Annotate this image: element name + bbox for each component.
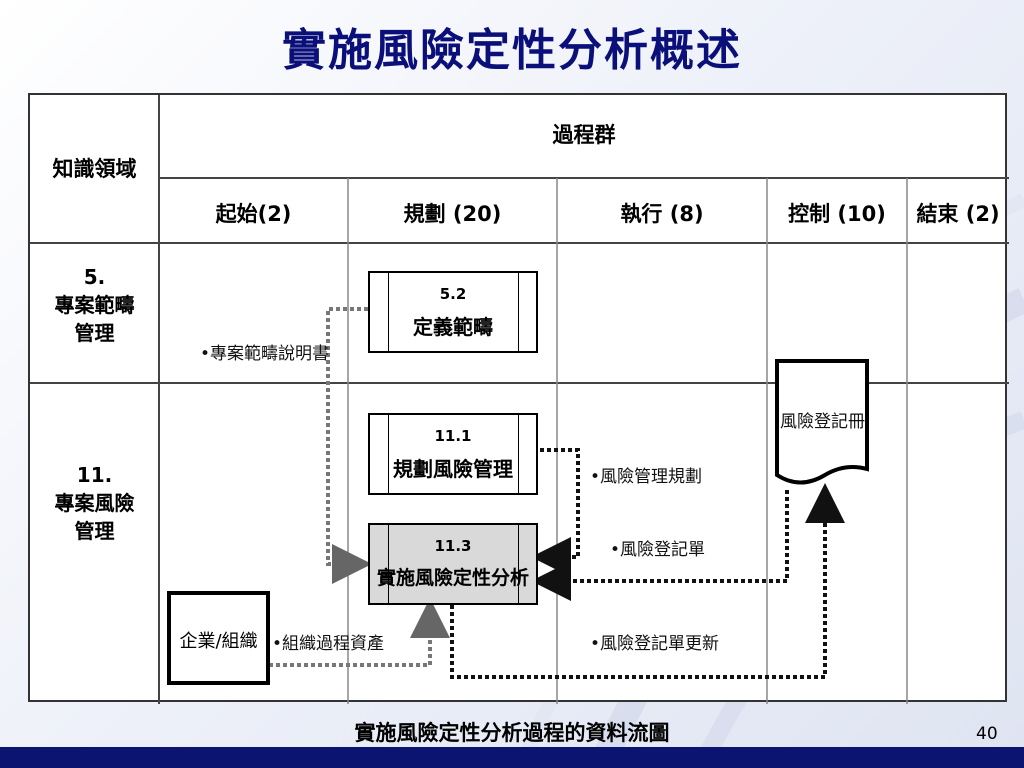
page-number: 40 bbox=[976, 724, 998, 744]
flow-label-scope-statement: •專案範疇說明書 bbox=[200, 344, 330, 364]
dataflow-table: 知識領域 過程群 起始(2) 規劃 (20) 執行 (8) 控制 (10) 結束… bbox=[28, 93, 1009, 704]
process-name: 規劃風險管理 bbox=[393, 457, 513, 481]
risk-register-label: 風險登記冊 bbox=[780, 412, 865, 432]
row-line1: 專案範疇 bbox=[54, 293, 135, 317]
slide-title: 實施風險定性分析概述 bbox=[282, 25, 742, 76]
process-box-qualitative-analysis[interactable]: 11.3 實施風險定性分析 bbox=[368, 523, 538, 605]
footer-bar bbox=[0, 747, 1024, 768]
diagram-caption: 實施風險定性分析過程的資料流圖 bbox=[354, 720, 670, 745]
flow-label-org-assets: •組織過程資產 bbox=[272, 634, 385, 654]
process-name: 實施風險定性分析 bbox=[376, 567, 529, 589]
row-line1: 專案風險 bbox=[54, 491, 135, 515]
enterprise-label: 企業/組織 bbox=[179, 631, 258, 652]
enterprise-entity-box[interactable]: 企業/組織 bbox=[167, 591, 270, 685]
column-header-controlling: 控制 (10) bbox=[788, 202, 886, 226]
process-code: 5.2 bbox=[439, 285, 467, 303]
row-number: 11. bbox=[76, 463, 113, 487]
row-line2: 管理 bbox=[74, 519, 115, 543]
knowledge-area-header: 知識領域 bbox=[52, 157, 137, 181]
row-header-risk: 11. 專案風險 管理 bbox=[30, 461, 159, 545]
process-box-plan-risk[interactable]: 11.1 規劃風險管理 bbox=[368, 413, 538, 495]
flow-label-risk-register-form: •風險登記單 bbox=[610, 540, 706, 560]
process-code: 11.1 bbox=[434, 427, 472, 445]
flow-label-risk-register-update: •風險登記單更新 bbox=[590, 634, 720, 654]
column-header-initiating: 起始(2) bbox=[215, 202, 292, 226]
process-code: 11.3 bbox=[434, 537, 472, 555]
row-header-scope: 5. 專案範疇 管理 bbox=[30, 263, 159, 347]
column-header-planning: 規劃 (20) bbox=[403, 202, 502, 226]
flow-label-risk-mgmt-plan: •風險管理規劃 bbox=[590, 467, 703, 487]
risk-register-document bbox=[775, 359, 869, 485]
process-group-header: 過程群 bbox=[552, 123, 616, 147]
process-box-define-scope[interactable]: 5.2 定義範疇 bbox=[368, 271, 538, 353]
row-line2: 管理 bbox=[74, 321, 115, 345]
process-name: 定義範疇 bbox=[413, 315, 493, 339]
table-grid bbox=[30, 95, 1009, 704]
column-header-executing: 執行 (8) bbox=[620, 202, 704, 226]
row-number: 5. bbox=[83, 265, 106, 289]
column-header-closing: 結束 (2) bbox=[916, 202, 1000, 226]
